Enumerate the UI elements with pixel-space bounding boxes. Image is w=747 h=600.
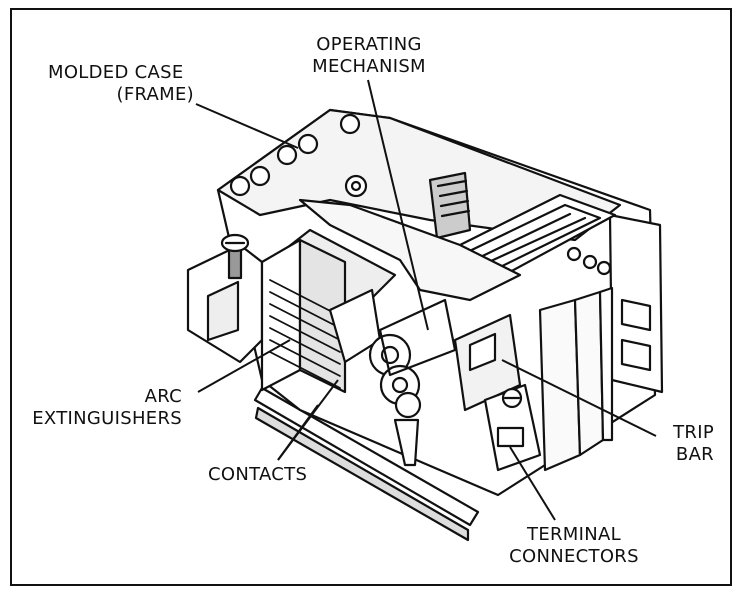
leader-trip-bar <box>501 359 657 437</box>
leader-molded-case <box>195 103 299 149</box>
terminal-screw <box>227 246 243 280</box>
mounting-rail <box>253 386 480 527</box>
label-trip-line2: BAR <box>675 444 714 465</box>
label-molded-case-line2: (FRAME) <box>116 84 194 105</box>
leader-contacts-b <box>277 404 319 461</box>
label-trip-line1: TRIP <box>673 422 714 443</box>
case-lug <box>229 175 251 197</box>
label-operating-line2: MECHANISM <box>312 56 426 77</box>
label-operating-line1: OPERATING <box>316 34 422 55</box>
label-arc-line1: ARC <box>144 386 182 407</box>
leader-lines <box>195 79 657 521</box>
leader-terminal-connectors <box>509 446 556 521</box>
label-molded-case: MOLDED CASE (FRAME) <box>48 62 194 106</box>
label-terminal-connectors: TERMINAL CONNECTORS <box>500 524 648 568</box>
mechanism-sweep <box>298 198 522 302</box>
label-contacts: CONTACTS <box>208 464 308 485</box>
label-arc-extinguishers: ARC EXTINGUISHERS <box>28 386 182 430</box>
arc-extinguisher-stack <box>260 228 397 394</box>
leader-arc-extinguishers <box>197 339 291 393</box>
label-arc-line2: EXTINGUISHERS <box>32 408 182 429</box>
case-top-face <box>216 108 622 242</box>
label-terminal-line2: CONNECTORS <box>509 546 639 567</box>
label-trip-bar: TRIP BAR <box>660 422 714 466</box>
label-terminal-line1: TERMINAL <box>527 524 621 545</box>
label-operating-mechanism: OPERATING MECHANISM <box>305 34 433 78</box>
label-molded-case-line1: MOLDED CASE <box>48 62 184 83</box>
leader-operating-mechanism <box>367 79 429 331</box>
operating-handle <box>428 171 472 240</box>
